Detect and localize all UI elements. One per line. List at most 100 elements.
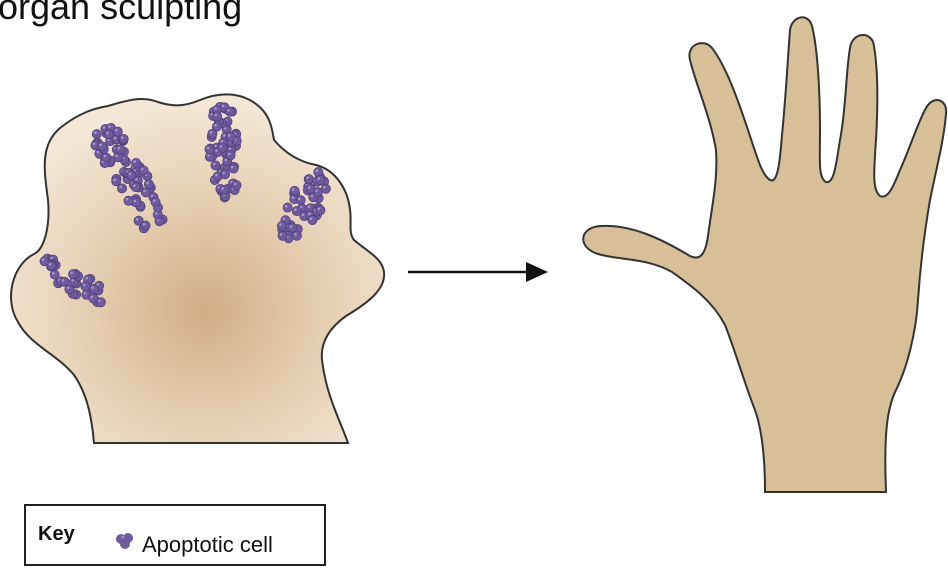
apoptotic-cell-highlight bbox=[308, 213, 311, 216]
apoptotic-cell-highlight bbox=[133, 184, 136, 187]
apoptotic-cell bbox=[292, 207, 301, 216]
apoptotic-cell-highlight bbox=[62, 279, 65, 282]
apoptotic-cell bbox=[316, 175, 325, 184]
apoptotic-cell bbox=[296, 196, 305, 205]
apoptotic-cell bbox=[113, 127, 122, 136]
apoptotic-cell bbox=[219, 185, 228, 194]
apoptotic-cell-highlight bbox=[315, 189, 318, 192]
apoptotic-cell-highlight bbox=[52, 272, 55, 275]
apoptotic-cell-highlight bbox=[215, 149, 218, 152]
apoptotic-cell bbox=[308, 216, 317, 225]
apoptotic-cell-highlight bbox=[215, 114, 218, 117]
apoptotic-cell-highlight bbox=[135, 178, 138, 181]
apoptotic-cell-highlight bbox=[215, 174, 218, 177]
apoptotic-cell-highlight bbox=[311, 195, 314, 198]
apoptotic-cell-highlight bbox=[119, 186, 122, 189]
apoptotic-cell-highlight bbox=[129, 173, 132, 176]
apoptotic-cell-highlight bbox=[310, 217, 313, 220]
apoptotic-cell-highlight bbox=[290, 225, 293, 228]
apoptotic-cell-highlight bbox=[214, 124, 217, 127]
apoptotic-cell-highlight bbox=[283, 218, 286, 221]
apoptotic-cell bbox=[213, 112, 222, 121]
apoptotic-cell bbox=[119, 134, 128, 143]
apoptotic-cell-highlight bbox=[70, 272, 73, 275]
apoptotic-cell-highlight bbox=[207, 147, 210, 150]
apoptotic-cell-highlight bbox=[213, 163, 216, 166]
apoptotic-cell bbox=[151, 198, 160, 207]
apoptotic-cell-highlight bbox=[98, 300, 101, 303]
apoptotic-cell bbox=[283, 203, 292, 212]
apoptotic-cell-highlight bbox=[228, 153, 231, 156]
apoptotic-cell bbox=[277, 221, 286, 230]
apoptotic-cell bbox=[89, 284, 98, 293]
apoptotic-cell-highlight bbox=[214, 107, 217, 110]
apoptotic-cell bbox=[102, 153, 111, 162]
apoptotic-cell bbox=[139, 166, 148, 175]
apoptotic-cell bbox=[221, 170, 230, 179]
apoptotic-cell-highlight bbox=[227, 109, 230, 112]
apoptotic-cell bbox=[226, 151, 235, 160]
apoptotic-cell-highlight bbox=[153, 199, 156, 202]
apoptotic-cell-highlight bbox=[302, 213, 305, 216]
apoptotic-cell bbox=[306, 184, 315, 193]
apoptotic-cell-highlight bbox=[115, 155, 118, 158]
apoptotic-cell-highlight bbox=[318, 208, 321, 211]
apoptotic-cell-highlight bbox=[146, 182, 149, 185]
apoptotic-cell-highlight bbox=[91, 296, 94, 299]
apoptotic-cell-highlight bbox=[141, 168, 144, 171]
apoptotic-cell-highlight bbox=[106, 132, 109, 135]
key-heading: Key bbox=[38, 523, 75, 546]
apoptotic-cell-highlight bbox=[298, 198, 301, 201]
apoptotic-cell bbox=[40, 257, 49, 266]
apoptotic-cell bbox=[290, 186, 299, 195]
apoptotic-cell-highlight bbox=[285, 205, 288, 208]
apoptotic-cell-highlight bbox=[210, 131, 213, 134]
apoptotic-cell-highlight bbox=[225, 159, 228, 162]
apoptotic-cell-highlight bbox=[294, 208, 297, 211]
apoptotic-cell-highlight bbox=[118, 147, 121, 150]
apoptotic-cell-highlight bbox=[108, 125, 111, 128]
apoptotic-cell-highlight bbox=[121, 136, 124, 139]
apoptotic-cell-highlight bbox=[94, 131, 97, 134]
apoptotic-cell-highlight bbox=[292, 188, 295, 191]
apoptotic-cell-highlight bbox=[221, 140, 224, 143]
apoptotic-cell bbox=[132, 158, 141, 167]
apoptotic-cell-highlight bbox=[42, 259, 45, 262]
mature-hand bbox=[583, 17, 946, 492]
apoptotic-cell bbox=[117, 184, 126, 193]
apoptotic-cell-highlight bbox=[134, 200, 137, 203]
apoptotic-cell bbox=[226, 132, 235, 141]
apoptotic-cell bbox=[232, 181, 241, 190]
apoptotic-cell-highlight bbox=[83, 284, 86, 287]
apoptotic-cell bbox=[92, 130, 101, 139]
apoptotic-cell-highlight bbox=[221, 187, 224, 190]
apoptotic-cell bbox=[229, 164, 238, 173]
apoptotic-cell-highlight bbox=[207, 154, 210, 157]
apoptotic-cell-highlight bbox=[220, 145, 223, 148]
apoptotic-cell bbox=[225, 107, 234, 116]
apoptotic-cell-highlight bbox=[71, 279, 74, 282]
apoptotic-cell bbox=[288, 223, 297, 232]
apoptotic-cell-highlight bbox=[97, 151, 100, 154]
apoptotic-cell bbox=[321, 184, 330, 193]
apoptotic-cell-highlight bbox=[229, 148, 232, 151]
apoptotic-cell-highlight bbox=[323, 186, 326, 189]
embryonic-limb bbox=[11, 94, 384, 443]
apoptotic-cell bbox=[89, 294, 98, 303]
apoptotic-cell bbox=[141, 221, 150, 230]
apoptotic-cell-highlight bbox=[143, 190, 146, 193]
apoptotic-cell-highlight bbox=[103, 126, 106, 129]
key-legend: Key Apoptotic cell bbox=[24, 504, 326, 566]
apoptotic-cell-highlight bbox=[93, 143, 96, 146]
apoptotic-cell-highlight bbox=[308, 186, 311, 189]
apoptotic-cell bbox=[81, 282, 90, 291]
apoptotic-cell-highlight bbox=[222, 105, 225, 108]
apoptotic-cell bbox=[144, 180, 153, 189]
apoptotic-cell bbox=[104, 130, 113, 139]
apoptotic-cell-highlight bbox=[91, 286, 94, 289]
apoptotic-cell-highlight bbox=[126, 198, 129, 201]
key-entry-label: Apoptotic cell bbox=[142, 532, 273, 558]
apoptotic-cell-highlight bbox=[280, 233, 283, 236]
apoptotic-cell bbox=[211, 161, 220, 170]
